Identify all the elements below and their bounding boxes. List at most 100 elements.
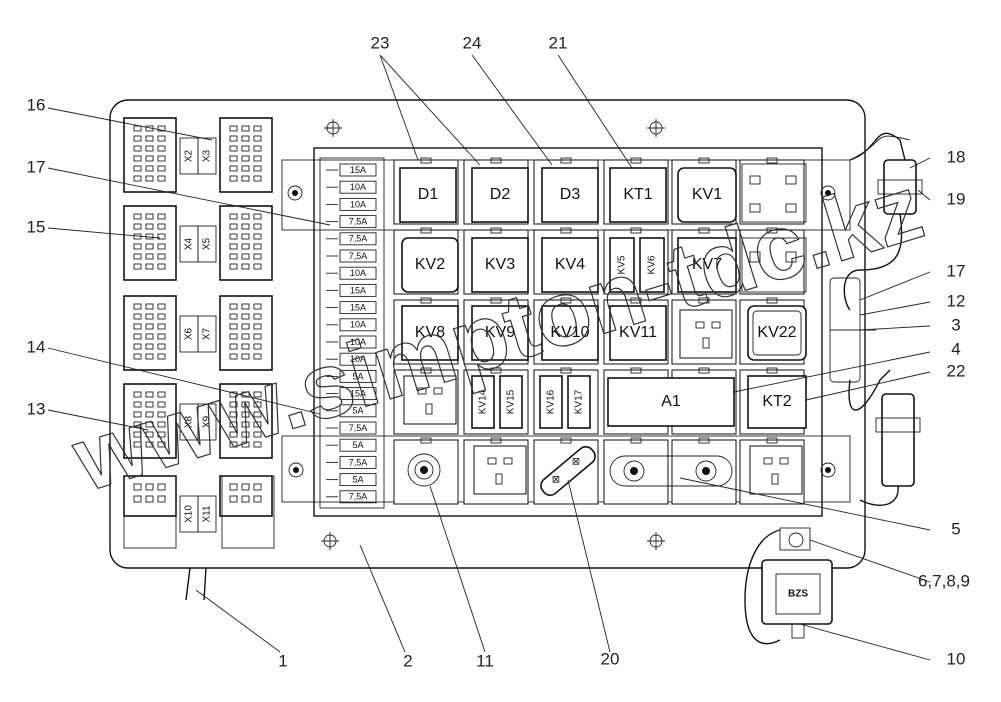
bolt-terminal [407, 453, 441, 487]
relay-d1-label: D1 [418, 186, 439, 203]
relay-kv5-label: KV5 [617, 255, 628, 274]
relay-socket-empty-r5b [749, 445, 803, 495]
callout-17-left: 17 [27, 157, 46, 176]
relay-kv8-label: KV8 [415, 324, 445, 341]
diode-module: ⊠⊠ [540, 446, 596, 496]
fuse-rating: 10A [350, 320, 366, 330]
fuse-column: 15A10A10A7,5A7,5A7,5A10A15A15A10A10A10A5… [319, 157, 385, 509]
callout-13: 13 [27, 399, 46, 418]
relay-d3: D3 [541, 167, 599, 223]
bzs-label: BZS [788, 589, 808, 600]
fuse [339, 352, 377, 366]
connector-label: X4 [184, 237, 195, 250]
relay-kv3-label: KV3 [485, 256, 515, 273]
fuse [339, 455, 377, 469]
fuse [339, 335, 377, 349]
mounting-holes [287, 119, 836, 550]
diode-block-top [741, 163, 807, 223]
connector-label: X5 [202, 237, 213, 250]
relay-kt2-label: KT2 [762, 393, 791, 410]
relay-kv3: KV3 [471, 237, 529, 293]
connector-block [219, 295, 273, 371]
fuse-rating: 10A [350, 268, 366, 278]
fuse-rating: 7,5A [349, 234, 368, 244]
diode-block-mid [741, 237, 807, 293]
connector-label: X9 [202, 415, 213, 428]
relay-kv6-label: KV6 [647, 255, 658, 274]
svg-text:⊠: ⊠ [552, 475, 560, 486]
relay-kv16: KV16 [539, 375, 563, 429]
fuse-rating: 7,5A [349, 423, 368, 433]
fuse-rating: 10A [350, 354, 366, 364]
relay-kv4-label: KV4 [555, 256, 585, 273]
relay-kv11-label: KV11 [619, 324, 657, 341]
fuse [339, 473, 377, 487]
fuse [339, 318, 377, 332]
fuse-rating: 10A [350, 182, 366, 192]
callout-19: 19 [947, 189, 966, 208]
connector-label: X3 [202, 149, 213, 162]
relay-kv14: KV14 [471, 375, 495, 429]
connector-block [123, 205, 177, 281]
relay-kv22-label: KV22 [757, 324, 796, 341]
connector-label: X11 [202, 505, 213, 522]
connector-block [123, 117, 177, 193]
callout-17-right: 17 [947, 261, 966, 280]
fuse-rating: 15A [350, 388, 366, 398]
relay-kv17: KV17 [567, 375, 591, 429]
fuse [339, 369, 377, 383]
fuse [339, 197, 377, 211]
fuse [339, 163, 377, 177]
callout-18: 18 [947, 147, 966, 166]
leader-lines [47, 54, 931, 661]
fuse-rating: 5A [352, 371, 363, 381]
callout-10: 10 [947, 649, 966, 668]
relay-kv7: KV7 [677, 237, 737, 293]
relay-kv2: KV2 [401, 237, 459, 293]
fuse-rating: 5A [352, 440, 363, 450]
relay-socket-empty-r5a [473, 445, 527, 495]
connector-block [123, 295, 177, 371]
connector-label: X7 [202, 327, 213, 340]
relay-d1: D1 [399, 167, 457, 223]
relay-kv1: KV1 [677, 167, 737, 223]
relay-d2-label: D2 [490, 186, 511, 203]
fuse [339, 283, 377, 297]
relay-d2: D2 [471, 167, 529, 223]
callout-14: 14 [27, 337, 46, 356]
fuse [339, 232, 377, 246]
fuse-rating: 7,5A [349, 216, 368, 226]
fuse-rating: 10A [350, 199, 366, 209]
fuse [339, 215, 377, 229]
svg-text:⊠: ⊠ [572, 457, 580, 468]
relay-kv10-label: KV10 [550, 324, 589, 341]
fuse [339, 387, 377, 401]
fuse [339, 490, 377, 504]
relay-kv14-label: KV14 [478, 389, 489, 414]
callout-21: 21 [549, 33, 568, 52]
callout-11: 11 [476, 651, 494, 670]
fuse-rating: 10A [350, 337, 366, 347]
connector-block [219, 205, 273, 281]
relay-d3-label: D3 [560, 186, 581, 203]
callout-2: 2 [403, 651, 412, 670]
fuse [339, 301, 377, 315]
relay-socket-empty-r3 [679, 309, 733, 359]
callout-12: 12 [947, 291, 966, 310]
relay-socket-empty-r4 [403, 375, 457, 425]
fuse-rating: 5A [352, 474, 363, 484]
relay-kv10: KV10 [541, 305, 599, 361]
relay-kv6: KV6 [639, 237, 665, 293]
callout-16: 16 [27, 95, 46, 114]
relay-kv15: KV15 [499, 375, 523, 429]
callout-23: 23 [371, 33, 390, 52]
relay-kv11: KV11 [609, 305, 667, 361]
callout-24: 24 [463, 33, 482, 52]
relay-kt2: KT2 [747, 375, 807, 429]
connector-block [123, 383, 177, 459]
callout-15: 15 [27, 217, 46, 236]
fuse [339, 180, 377, 194]
relay-kv16-label: KV16 [546, 389, 557, 414]
fuse [339, 404, 377, 418]
relay-kv17-label: KV17 [574, 389, 585, 414]
